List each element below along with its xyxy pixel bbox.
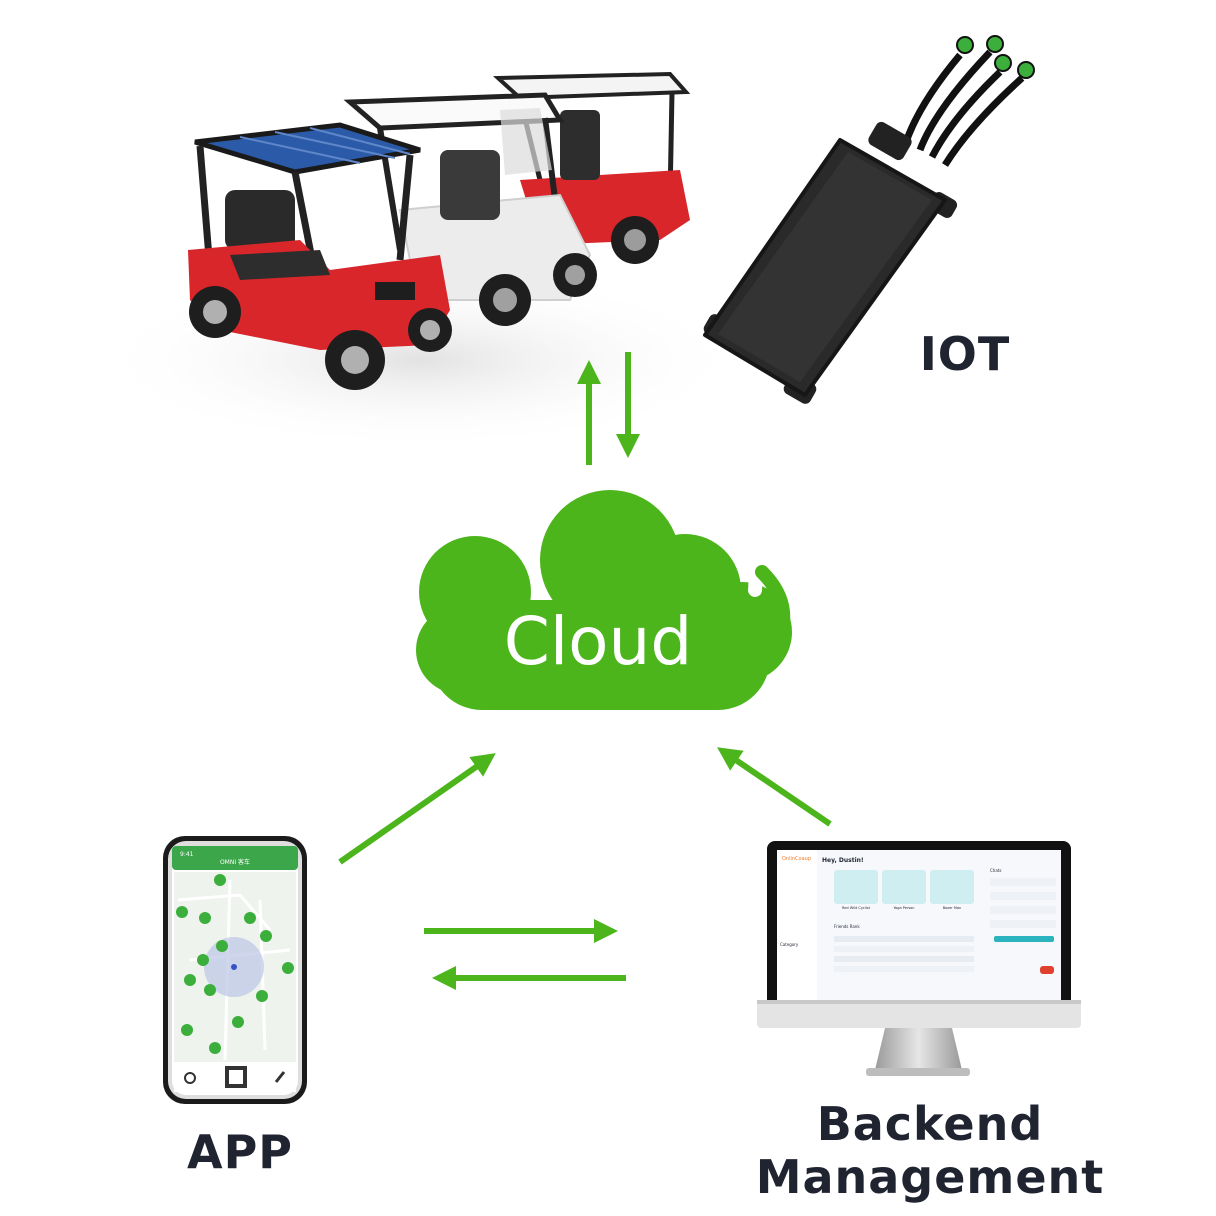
iot-device-illustration [703, 35, 1035, 404]
arrow-app-to-cloud [338, 753, 496, 865]
iot-label: IOT [919, 327, 1011, 381]
dashboard-card-1: Red Wild Cyclist [842, 906, 871, 910]
dashboard-app-name: OnlinCoaup [782, 856, 811, 862]
dashboard-category: Category [780, 942, 799, 947]
app-label: APP [186, 1125, 294, 1179]
dashboard-card-3: Boxer Man [943, 906, 962, 910]
arrow-backend-to-cloud [717, 747, 832, 827]
cloud-shape: Cloud [416, 490, 792, 710]
backend-management-label: Backend Management [755, 1097, 1105, 1204]
smartphone-illustration: 9:41 OMNI 客车 [163, 836, 307, 1104]
cloud-label: Cloud [504, 603, 693, 680]
map-bike-markers [176, 874, 294, 1054]
golf-cart-middle [343, 92, 597, 326]
dashboard-card-2: Yoga Person [893, 906, 914, 910]
golf-cart-front [188, 122, 452, 390]
dashboard-chats: Chats [990, 868, 1001, 873]
golf-carts-illustration [90, 71, 750, 450]
phone-time: 9:41 [180, 851, 194, 858]
dashboard-greeting: Hey, Dustin! [822, 857, 864, 864]
phone-app-title: OMNI 客车 [220, 858, 250, 866]
desktop-monitor-illustration: OnlinCoaup Hey, Dustin! Chats Red Wild C… [757, 841, 1081, 1076]
dashboard-section: Friends Rank [834, 924, 860, 929]
